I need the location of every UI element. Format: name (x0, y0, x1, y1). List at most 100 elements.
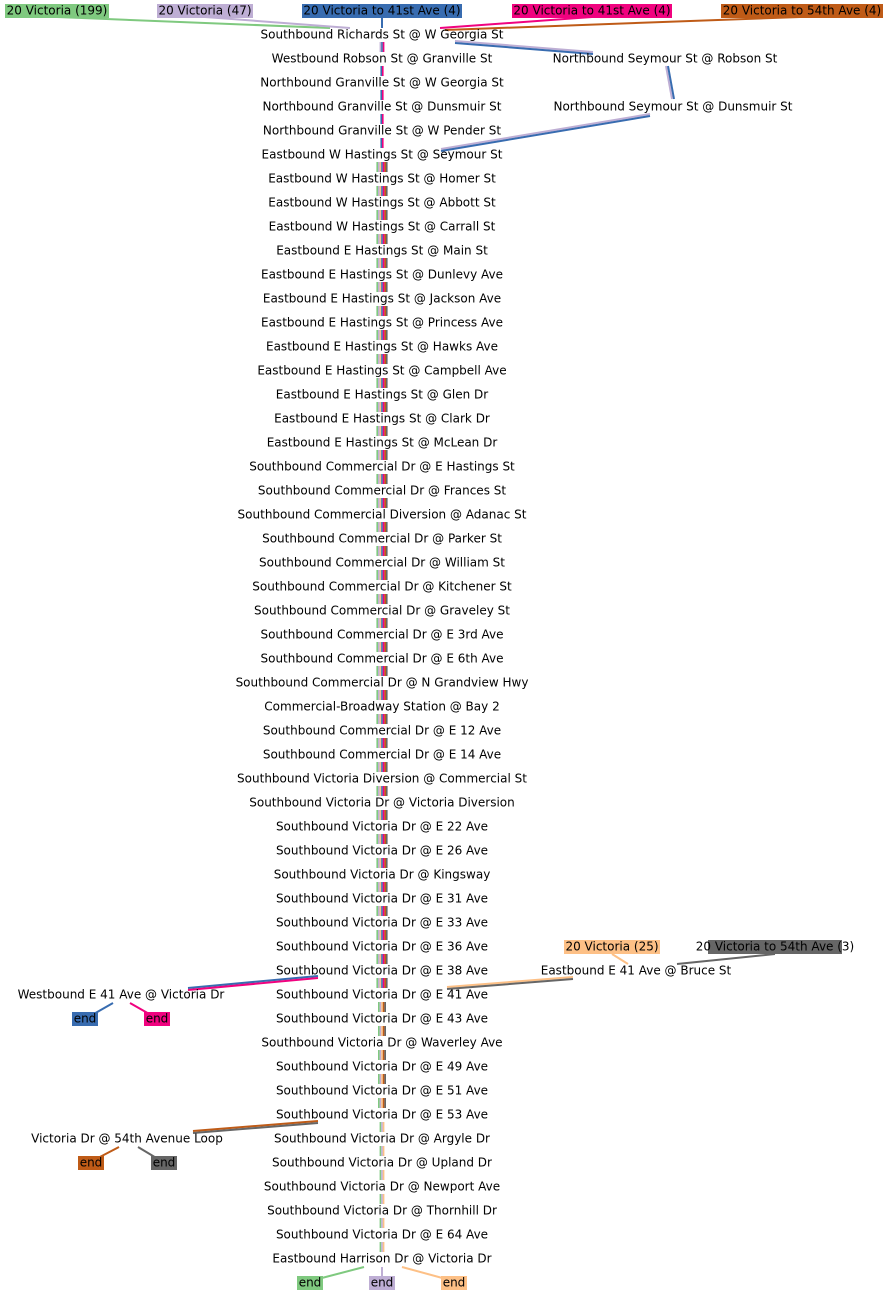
connector-brown-origin (444, 16, 801, 31)
branch-w41-blue (187, 975, 319, 989)
svg-text:end: end (74, 1012, 97, 1026)
branch-bruce-peach (446, 976, 574, 988)
stop-label: Eastbound W Hastings St @ Carrall St (269, 220, 496, 234)
side-stop-label: Victoria Dr @ 54th Avenue Loop (31, 1132, 223, 1146)
stop-label: Eastbound E Hastings St @ Hawks Ave (266, 340, 498, 354)
stop-label: Northbound Granville St @ Dunsmuir St (262, 100, 501, 114)
stop-label: Eastbound E Hastings St @ Clark Dr (274, 412, 490, 426)
stop-label: Southbound Victoria Dr @ E 31 Ave (276, 892, 488, 906)
stop-label: Southbound Victoria Diversion @ Commerci… (237, 772, 527, 786)
stop-label: Southbound Commercial Dr @ E Hastings St (249, 460, 515, 474)
svg-text:20 Victoria (25): 20 Victoria (25) (565, 940, 658, 954)
svg-text:end: end (443, 1276, 466, 1290)
connector-magenta-origin (439, 16, 593, 29)
svg-text:20 Victoria to 41st Ave (4): 20 Victoria to 41st Ave (4) (303, 4, 460, 18)
side-stop-label: Northbound Seymour St @ Robson St (553, 52, 778, 66)
side-stop-label: Westbound E 41 Ave @ Victoria Dr (18, 988, 225, 1002)
stop-label: Southbound Victoria Dr @ E 36 Ave (276, 940, 488, 954)
stop-label: Southbound Victoria Dr @ E 26 Ave (276, 844, 488, 858)
end-connector-peach (401, 1266, 447, 1280)
branch-seymour-bottom-lavender (440, 113, 651, 150)
stop-label: Southbound Victoria Dr @ E 33 Ave (276, 916, 488, 930)
stop-label: Southbound Commercial Diversion @ Adanac… (238, 508, 527, 522)
branch-loop54-gray (192, 1122, 319, 1134)
svg-text:20 Victoria (47): 20 Victoria (47) (158, 4, 251, 18)
end-tag: end (144, 1012, 170, 1026)
stop-label: Southbound Victoria Dr @ E 51 Ave (276, 1084, 488, 1098)
stop-label: Southbound Victoria Dr @ E 43 Ave (276, 1012, 488, 1026)
branch-seymour-bottom-blue (440, 115, 651, 152)
stop-label: Southbound Victoria Dr @ Argyle Dr (274, 1132, 490, 1146)
end-tag: end (441, 1276, 467, 1290)
route-tag: 20 Victoria (199) (5, 4, 109, 18)
end-tag: end (369, 1276, 395, 1290)
stop-label: Southbound Commercial Dr @ E 3rd Ave (260, 628, 503, 642)
svg-text:20 Victoria to 54th Ave (4): 20 Victoria to 54th Ave (4) (723, 4, 882, 18)
branch-w41-magenta (187, 977, 319, 991)
side-stop-label: Northbound Seymour St @ Dunsmuir St (553, 100, 792, 114)
stop-label: Southbound Commercial Dr @ Parker St (262, 532, 502, 546)
stop-label: Southbound Victoria Dr @ E 49 Ave (276, 1060, 488, 1074)
stop-label: Eastbound E Hastings St @ Glen Dr (276, 388, 488, 402)
end-tag: end (151, 1156, 177, 1170)
stop-label: Southbound Victoria Dr @ E 64 Ave (276, 1228, 488, 1242)
svg-text:end: end (146, 1012, 169, 1026)
stop-label: Southbound Victoria Dr @ Kingsway (274, 868, 491, 882)
svg-text:end: end (80, 1156, 103, 1170)
stop-label: Eastbound Harrison Dr @ Victoria Dr (272, 1252, 491, 1266)
end-tag: end (297, 1276, 323, 1290)
route-tag: 20 Victoria to 41st Ave (4) (302, 4, 462, 18)
stop-label: Southbound Richards St @ W Georgia St (261, 28, 504, 42)
stop-label: Southbound Victoria Dr @ E 38 Ave (276, 964, 488, 978)
end-tag: end (72, 1012, 98, 1026)
stop-label: Commercial-Broadway Station @ Bay 2 (264, 700, 499, 714)
connector-green-origin (56, 16, 331, 29)
route-tag: 20 Victoria to 41st Ave (4) (512, 4, 672, 18)
stop-label: Northbound Granville St @ W Georgia St (260, 76, 504, 90)
stop-label: Southbound Commercial Dr @ E 14 Ave (263, 748, 501, 762)
stop-label: Southbound Commercial Dr @ Graveley St (254, 604, 510, 618)
route-tag: 20 Victoria (25) (564, 940, 660, 954)
end-tag: end (78, 1156, 104, 1170)
stop-label: Eastbound E Hastings St @ Main St (276, 244, 488, 258)
route-tag: 20 Victoria to 54th Ave (3) (696, 940, 855, 954)
connector-lavender-origin (204, 16, 351, 29)
stop-label: Westbound Robson St @ Granville St (272, 52, 493, 66)
connector-gray-origin (676, 953, 776, 965)
stop-label: Eastbound E Hastings St @ McLean Dr (267, 436, 498, 450)
svg-text:end: end (371, 1276, 394, 1290)
svg-text:20 Victoria (199): 20 Victoria (199) (7, 4, 108, 18)
branch-seymour-mid-blue (667, 65, 675, 100)
branch-bruce-gray (446, 978, 574, 990)
stop-label: Eastbound E Hastings St @ Princess Ave (261, 316, 503, 330)
stop-label: Southbound Commercial Dr @ Kitchener St (252, 580, 512, 594)
branch-seymour-mid-lavender (665, 65, 673, 100)
stop-label: Southbound Commercial Dr @ N Grandview H… (236, 676, 529, 690)
connector-peach-origin (611, 953, 629, 965)
stop-label: Southbound Victoria Dr @ E 53 Ave (276, 1108, 488, 1122)
stop-label: Eastbound E Hastings St @ Campbell Ave (257, 364, 506, 378)
stop-label: Eastbound E Hastings St @ Jackson Ave (263, 292, 501, 306)
svg-text:end: end (153, 1156, 176, 1170)
stop-label: Southbound Victoria Dr @ Waverley Ave (261, 1036, 502, 1050)
branch-loop54-brown (192, 1120, 319, 1132)
svg-text:20 Victoria to 54th Ave (3): 20 Victoria to 54th Ave (3) (696, 940, 855, 954)
svg-text:20 Victoria to 41st Ave (4): 20 Victoria to 41st Ave (4) (513, 4, 670, 18)
stop-label: Southbound Victoria Dr @ Victoria Divers… (249, 796, 515, 810)
branch-seymour-top-lavender (454, 40, 594, 53)
stop-label: Eastbound W Hastings St @ Abbott St (268, 196, 496, 210)
svg-text:end: end (299, 1276, 322, 1290)
stop-label: Eastbound E Hastings St @ Dunlevy Ave (261, 268, 503, 282)
stop-label: Eastbound W Hastings St @ Seymour St (262, 148, 503, 162)
stop-label: Southbound Commercial Dr @ E 12 Ave (263, 724, 501, 738)
stop-label: Northbound Granville St @ W Pender St (263, 124, 501, 138)
stop-label: Southbound Commercial Dr @ Frances St (258, 484, 506, 498)
route-tag: 20 Victoria to 54th Ave (4) (721, 4, 883, 18)
stop-label: Southbound Commercial Dr @ William St (259, 556, 505, 570)
branch-seymour-top-blue (454, 42, 594, 55)
stop-label: Southbound Victoria Dr @ Upland Dr (272, 1156, 492, 1170)
stop-label: Southbound Commercial Dr @ E 6th Ave (260, 652, 503, 666)
stop-label: Southbound Victoria Dr @ E 41 Ave (276, 988, 488, 1002)
